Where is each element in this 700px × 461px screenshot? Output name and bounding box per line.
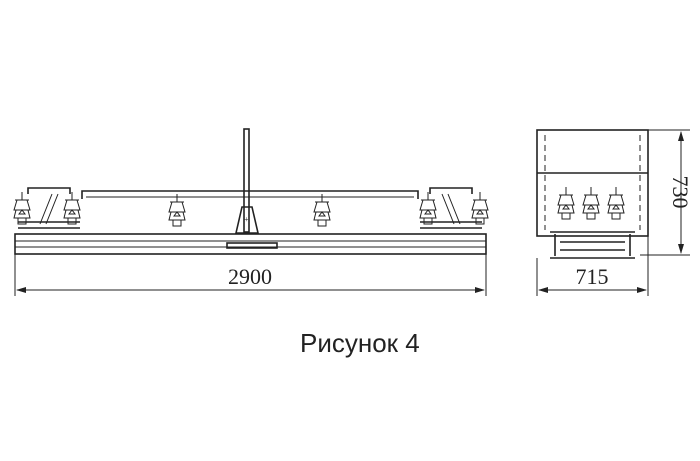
right-disconnector bbox=[419, 187, 489, 229]
figure-caption: Рисунок 4 bbox=[300, 328, 420, 358]
svg-text:+: + bbox=[244, 215, 249, 224]
front-view: + bbox=[13, 128, 489, 296]
dimension-length: 2900 bbox=[228, 264, 272, 289]
left-disconnector bbox=[13, 187, 81, 229]
mast bbox=[243, 128, 250, 233]
dimension-width: 715 bbox=[576, 264, 609, 289]
dimension-height: 730 bbox=[668, 176, 693, 209]
side-view bbox=[536, 129, 690, 296]
